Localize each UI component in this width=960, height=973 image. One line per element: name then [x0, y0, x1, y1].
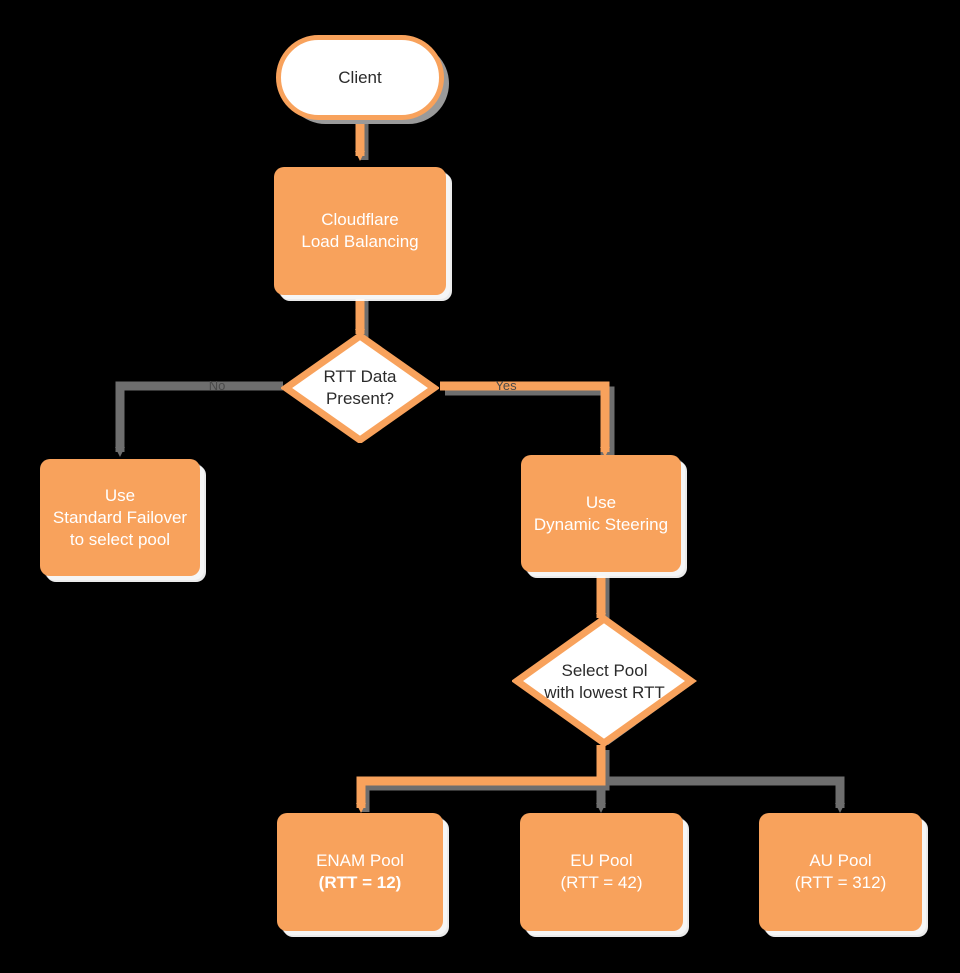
node-rtt-decision-line2: Present? [325, 389, 395, 408]
edge-rtt-yes-to-steering [440, 381, 610, 457]
node-standard-failover-line2: Standard Failover [52, 507, 188, 527]
node-rtt-decision-line1: RTT Data [323, 367, 397, 386]
node-enam-pool[interactable]: ENAM Pool (RTT = 12) [277, 813, 443, 931]
node-au-pool-line2: (RTT = 312) [794, 873, 887, 892]
node-au-pool-line1: AU Pool [809, 851, 872, 870]
node-standard-failover[interactable]: Use Standard Failover to select pool [40, 459, 200, 576]
node-client[interactable]: Client [276, 35, 444, 120]
node-rtt-decision[interactable]: RTT Data Present? [281, 333, 439, 443]
edge-label-yes-text: Yes [495, 378, 517, 393]
node-standard-failover-line3: to select pool [69, 529, 171, 549]
node-eu-pool-line1: EU Pool [570, 851, 633, 870]
select-pool-diamond-icon [512, 615, 697, 748]
node-dynamic-steering-line2: Dynamic Steering [533, 514, 669, 534]
node-client-label: Client [338, 67, 382, 87]
node-eu-pool[interactable]: EU Pool (RTT = 42) [520, 813, 683, 931]
node-eu-pool-line2: (RTT = 42) [560, 873, 643, 892]
node-standard-failover-line1: Use [104, 485, 136, 505]
node-select-pool[interactable]: Select Pool with lowest RTT [512, 615, 697, 748]
node-select-pool-line1: Select Pool [561, 660, 648, 680]
node-load-balancing-line2: Load Balancing [301, 232, 419, 251]
node-au-pool[interactable]: AU Pool (RTT = 312) [759, 813, 922, 931]
edge-label-yes: Yes [487, 378, 525, 393]
node-dynamic-steering-line1: Use [585, 492, 617, 512]
node-load-balancing[interactable]: Cloudflare Load Balancing [274, 167, 446, 295]
node-dynamic-steering[interactable]: Use Dynamic Steering [521, 455, 681, 572]
node-select-pool-line2: with lowest RTT [544, 682, 665, 702]
rtt-decision-diamond-icon [281, 333, 439, 443]
edge-rtt-no-to-failover [115, 381, 283, 457]
node-rtt-decision-text: RTT Data Present? [281, 333, 439, 443]
node-load-balancing-line1: Cloudflare [321, 210, 399, 229]
node-enam-pool-line2: (RTT = 12) [318, 873, 402, 892]
node-enam-pool-line1: ENAM Pool [316, 851, 404, 870]
edge-label-no-text: No [208, 378, 226, 393]
node-select-pool-text: Select Pool with lowest RTT [512, 615, 697, 748]
edge-select-to-enam [356, 745, 606, 813]
edge-select-to-au [596, 745, 845, 813]
edge-label-no: No [200, 378, 234, 393]
